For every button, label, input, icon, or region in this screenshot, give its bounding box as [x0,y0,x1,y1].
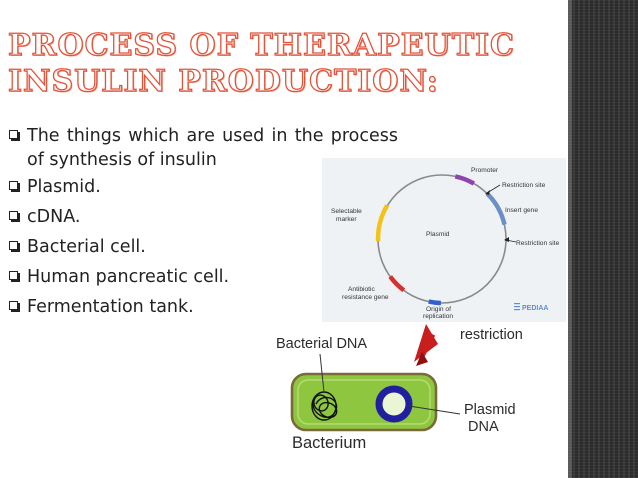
square-bullet-icon [9,130,18,139]
bullet-text: The things which are used in the process… [27,126,398,170]
restriction-site-bottom-label: Restriction site [516,240,560,247]
restriction-site-top-arrowhead [485,190,490,195]
insert-gene-segment [485,192,507,226]
bullet-text: cDNA. [27,207,81,227]
antibiotic-label-line2: resistance gene [342,294,389,301]
origin-segment [428,299,441,306]
insert-gene-label: Insert gene [505,207,538,214]
bullet-text: Bacterial cell. [27,237,146,257]
bacterium-label: Bacterium [292,434,366,452]
square-bullet-icon [9,241,18,250]
antibiotic-gene-segment [388,275,406,293]
title-line-2: insulin production: [7,63,439,99]
pediaa-watermark: PEDIAA [514,303,548,312]
slide-title: Process of therapeutic insulin productio… [7,27,568,100]
square-bullet-icon [9,211,18,220]
bacterium-diagram: Bacterial DNA restriction Plasmid DNA Ba… [276,324,523,452]
bacterial-dna-loops [311,391,338,421]
plasmid-dna-ring [375,385,413,423]
bullet-list: The things which are used in the process… [8,124,398,324]
origin-label-line1: Origin of [426,306,451,313]
plasmid-dna-label-line2: DNA [468,419,499,435]
watermark-text: PEDIAA [522,305,548,312]
title-line-1: Process of therapeutic [7,27,515,63]
bullet-item: Bacterial cell. [8,234,398,260]
square-bullet-icon [9,271,18,280]
selectable-marker-segment [375,204,390,242]
restriction-site-top-label: Restriction site [502,182,546,189]
bacterial-dna-pointer [319,353,325,393]
plasmid-dna-pointer [408,405,461,415]
plasmid-diagram: Promoter Restriction site Insert gene Re… [322,158,566,322]
antibiotic-label-line1: Antibiotic [348,286,375,293]
bullet-item: cDNA. [8,204,398,230]
bullet-text: Human pancreatic cell. [27,267,230,287]
square-bullet-icon [9,181,18,190]
bacterial-dna-label: Bacterial DNA [276,336,367,352]
bullet-item: Human pancreatic cell. [8,264,398,290]
bullet-item: Fermentation tank. [8,294,398,320]
bullet-text: Plasmid. [27,177,101,197]
promoter-segment [454,174,476,186]
cell-inner-membrane [297,379,431,425]
plasmid-label: Plasmid [426,231,450,238]
bullet-text: Fermentation tank. [27,297,194,317]
selectable-marker-label-line1: Selectable [331,208,362,215]
restriction-label: restriction [460,327,523,343]
selectable-marker-label-line2: marker [336,216,357,223]
square-bullet-icon [9,301,18,310]
promoter-label: Promoter [471,167,499,174]
plasmid-dna-label-line1: Plasmid [464,402,516,418]
decorative-side-strip [568,0,638,478]
origin-label-line2: replication [423,313,453,320]
bullet-item: The things which are used in the process… [8,124,398,172]
red-arrow-icon [414,324,438,366]
bullet-item: Plasmid. [8,174,398,200]
restriction-site-bottom-arrowhead [504,237,509,242]
